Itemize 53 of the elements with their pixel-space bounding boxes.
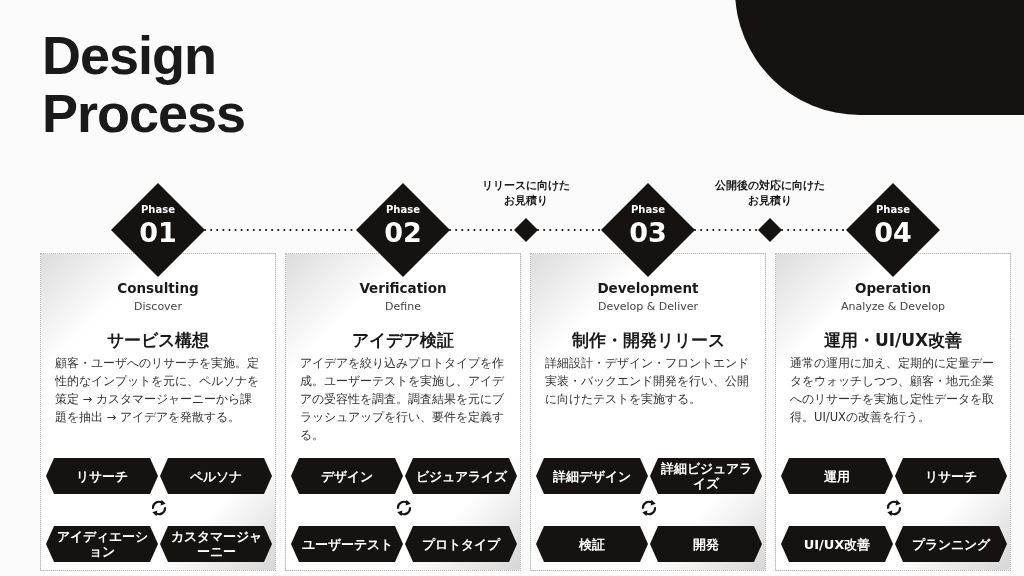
process-tag: ペルソナ (160, 458, 272, 494)
process-tag: リサーチ (895, 458, 1007, 494)
process-tag: ユーザーテスト (291, 526, 403, 562)
phase-number: 01 (138, 219, 178, 246)
phase-label: Phase (875, 205, 911, 215)
phase-subtitle: Develop & Deliver (597, 300, 699, 313)
phase-label: Phase (385, 205, 421, 215)
milestone-note: 公開後の対応に向けたお見積り (714, 178, 826, 208)
phase-title: アイデア検証 (351, 329, 455, 352)
milestone-diamond (514, 218, 538, 242)
milestone-note: リリースに向けたお見積り (481, 178, 571, 208)
description-text: 詳細設計・デザイン・フロントエンド実装・バックエンド開発を行い、公開に向けたテストを実施する。 (545, 355, 750, 408)
phase-title: 運用・UI/UX改善 (822, 329, 964, 352)
process-tag: 運用 (781, 458, 893, 494)
phase-number: 03 (628, 219, 668, 246)
phase-number: 04 (873, 219, 913, 246)
dotted-connector (449, 229, 515, 231)
phase-subtitle: Discover (133, 300, 183, 313)
phase-label: Phase (630, 205, 666, 215)
process-tag: アイディエーション (46, 526, 158, 562)
title: Design Process (42, 26, 247, 143)
process-tag: リサーチ (46, 458, 158, 494)
milestone-diamond (758, 218, 782, 242)
phase-heading: Verification (358, 280, 448, 296)
phase-heading: Operation (854, 280, 932, 296)
process-tag: 開発 (650, 526, 762, 562)
phase-card (285, 253, 521, 571)
process-tag: ビジュアライズ (405, 458, 517, 494)
dotted-connector (694, 229, 759, 231)
process-tag: 詳細ビジュアライズ (650, 458, 762, 494)
phase-title: サービス構想 (106, 329, 210, 352)
phase-card (530, 253, 766, 571)
process-tag: デザイン (291, 458, 403, 494)
process-tag: プロトタイプ (405, 526, 517, 562)
process-tag: プランニング (895, 526, 1007, 562)
phase-card (775, 253, 1011, 571)
phase-subtitle: Define (384, 300, 422, 313)
phase-label: Phase (140, 205, 176, 215)
phase-card (40, 253, 276, 571)
process-tag: 詳細デザイン (536, 458, 648, 494)
dotted-connector (781, 229, 847, 231)
description-text: アイデアを絞り込みプロトタイプを作成。ユーザーテストを実施し、アイデアの受容性を調査。調査結果を元にブラッシュアップを行い、要件を定義する。 (300, 355, 505, 444)
dotted-connector (537, 229, 602, 231)
process-tag: UI/UX改善 (781, 526, 893, 562)
phase-heading: Consulting (116, 280, 200, 296)
description-text: 通常の運用に加え、定期的に定量データをウォッチしつつ、顧客・地元企業へのリサーチを実施し定性データを取得。UI/UXの改善を行う。 (790, 355, 995, 426)
phase-subtitle: Analyze & Develop (839, 300, 947, 313)
process-tag: カスタマージャーニー (160, 526, 272, 562)
process-tag: 検証 (536, 526, 648, 562)
phase-heading: Development (596, 280, 700, 296)
description-text: 顧客・ユーザへのリサーチを実施。定性的なインプットを元に、ペルソナを策定 → カスタマージャーニーから課題を抽出 → アイデアを発散する。 (55, 355, 260, 426)
phase-title: 制作・開発リリース (570, 329, 726, 352)
phase-number: 02 (383, 219, 423, 246)
